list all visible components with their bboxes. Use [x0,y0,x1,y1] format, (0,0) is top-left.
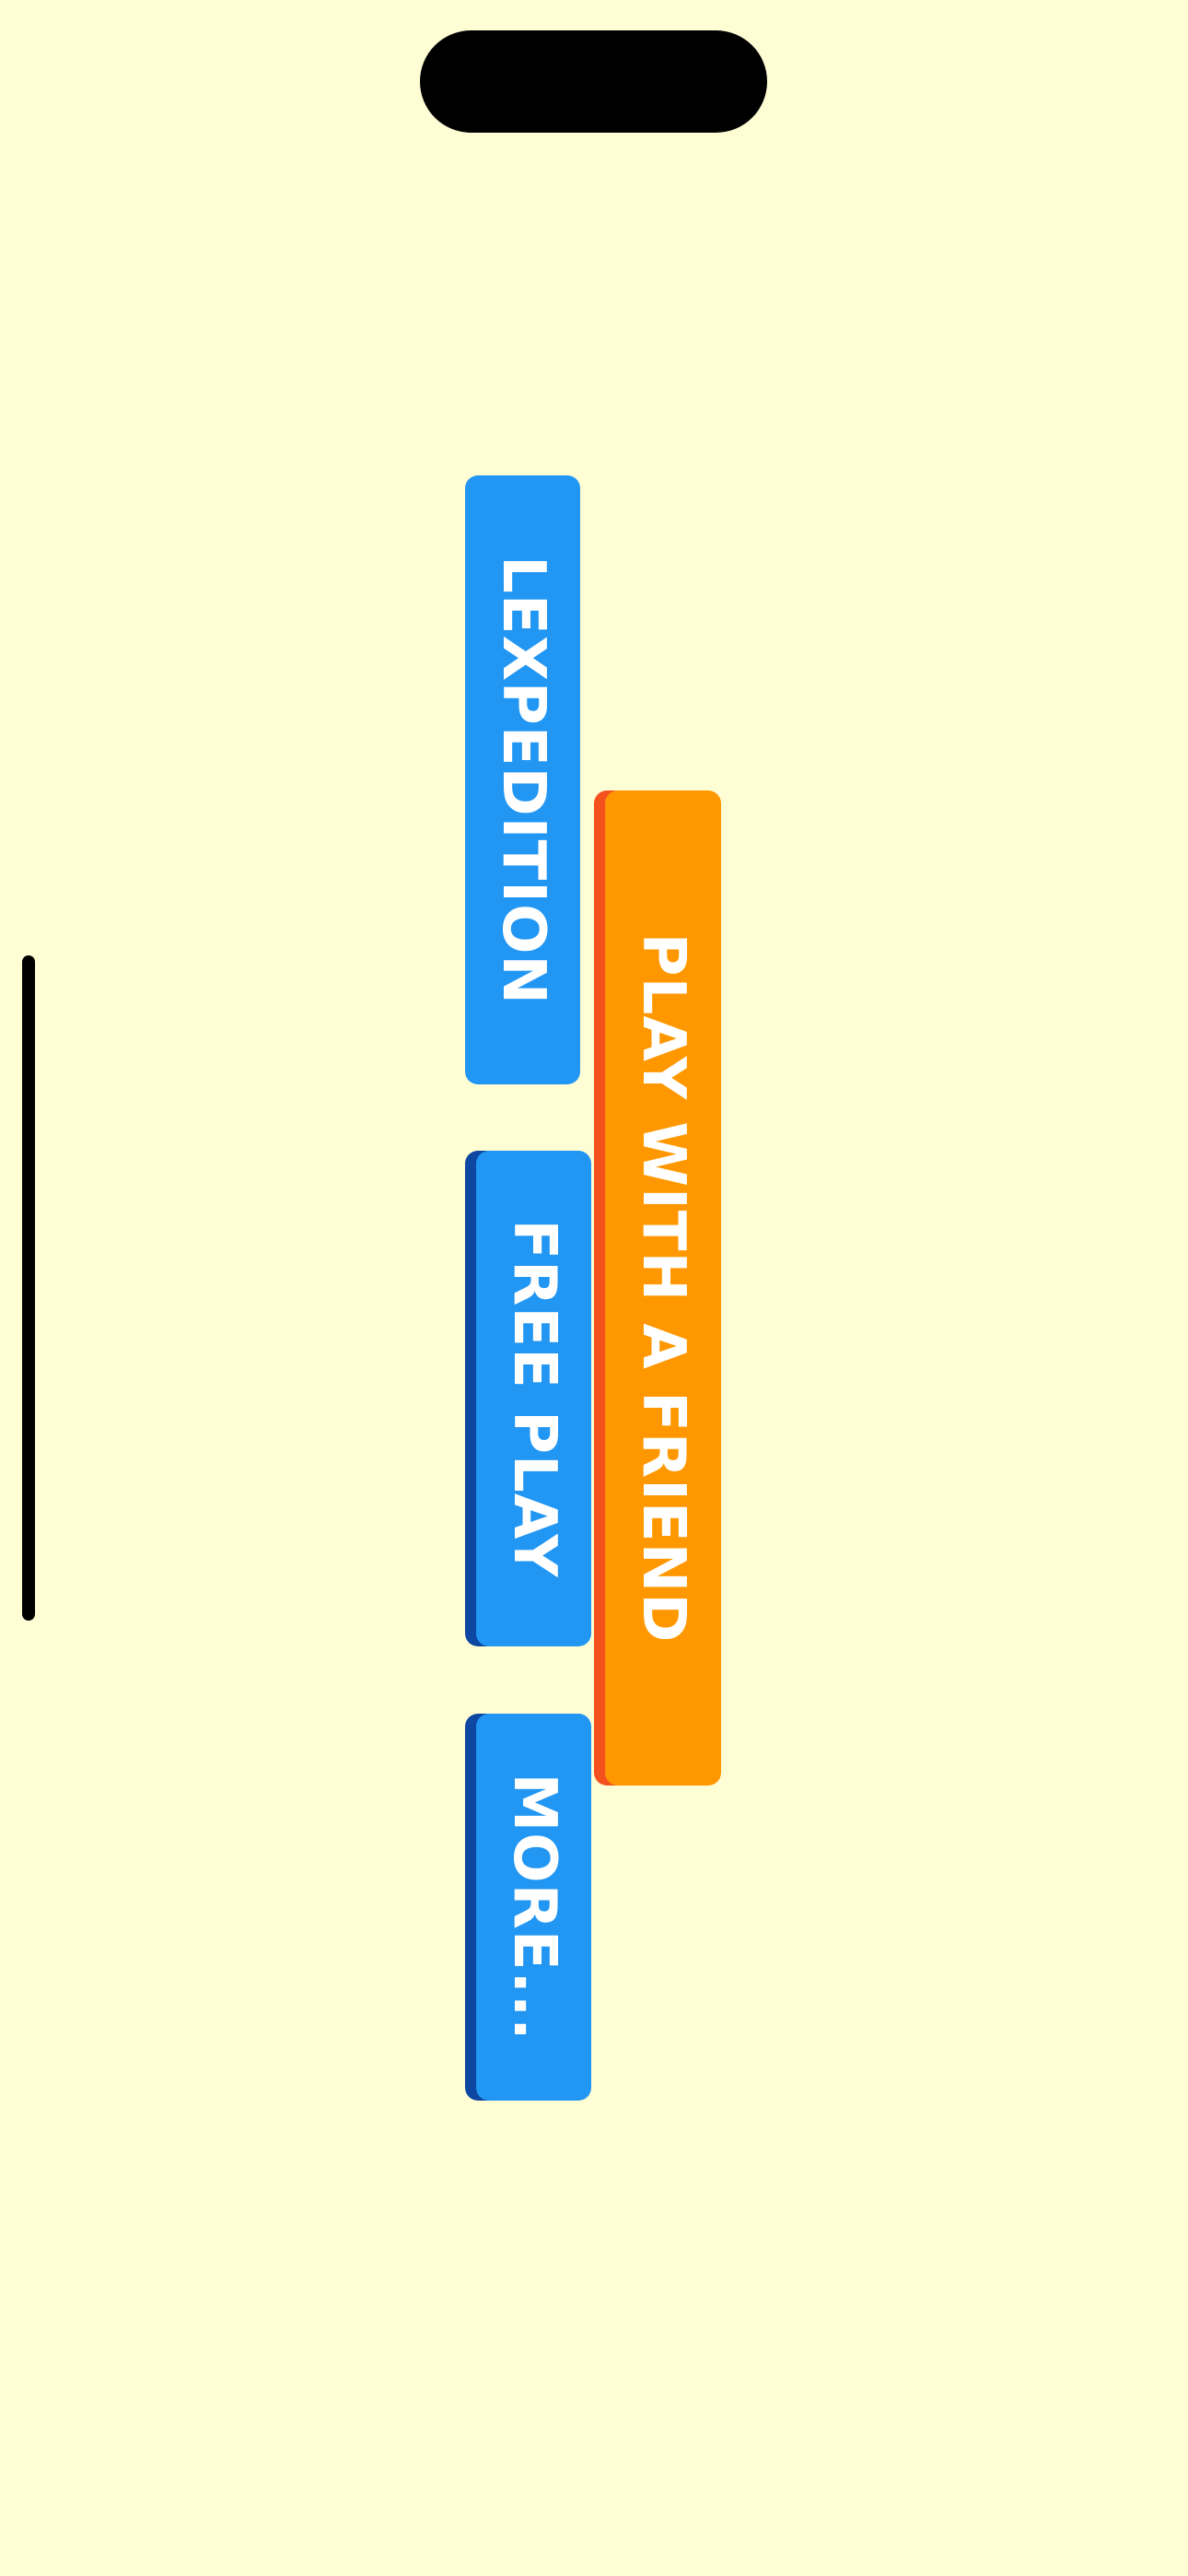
dynamic-island [420,30,767,133]
lexpedition-button-label: LEXPEDITION [488,555,557,1005]
free-play-button-label: FREE PLAY [499,1219,568,1578]
free-play-button[interactable]: FREE PLAY [476,1151,591,1646]
more-button[interactable]: MORE... [476,1714,591,2101]
play-with-a-friend-button[interactable]: PLAY WITH A FRIEND [605,790,721,1786]
lexpedition-button[interactable]: LEXPEDITION [465,475,580,1084]
play-with-a-friend-button-label: PLAY WITH A FRIEND [629,932,697,1644]
home-indicator[interactable] [22,955,35,1621]
more-button-label: MORE... [499,1773,568,2042]
